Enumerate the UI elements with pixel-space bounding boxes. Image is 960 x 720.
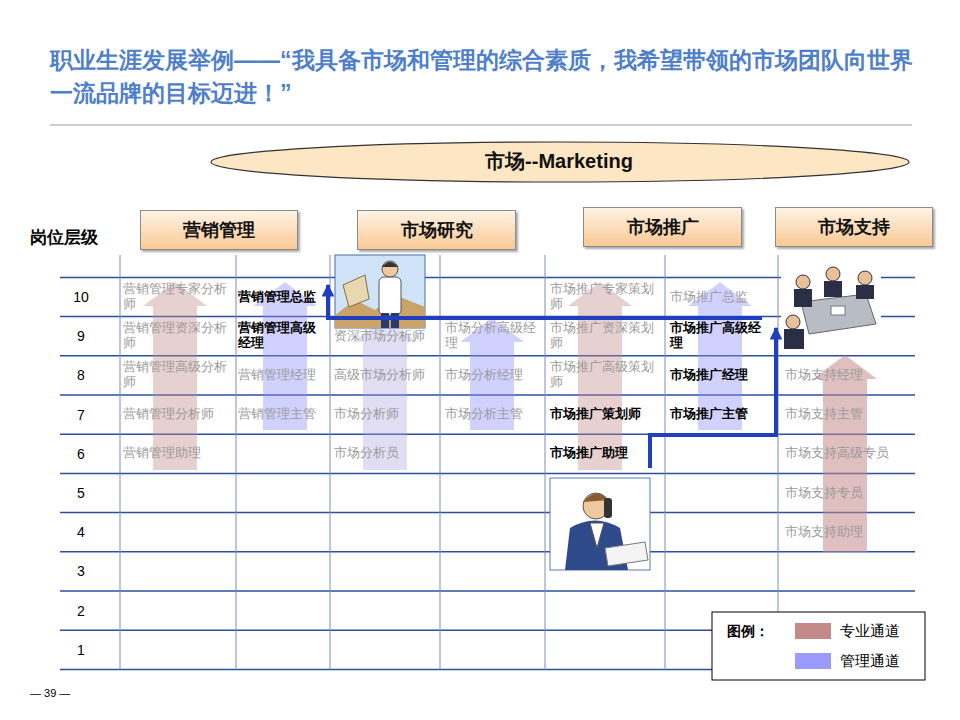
job-title: 市场推广总监 bbox=[670, 290, 770, 305]
grid-line bbox=[120, 255, 121, 670]
person-suit bbox=[784, 329, 804, 349]
category-box: 市场支持 bbox=[775, 207, 933, 247]
grid-line bbox=[60, 590, 915, 592]
job-title: 市场分析主管 bbox=[445, 407, 541, 422]
level-number: 9 bbox=[60, 328, 102, 344]
collar bbox=[590, 523, 604, 548]
career-path-line bbox=[650, 328, 776, 468]
node-label: 市场研究 bbox=[401, 218, 473, 242]
category-box: 市场推广 bbox=[583, 207, 742, 247]
title: 职业生涯发展举例——“我具备市场和管理的综合素质，我希望带领的市场团队向世界一流… bbox=[50, 44, 920, 111]
ellipse-outline bbox=[211, 142, 909, 182]
job-title: 营销管理高级经理 bbox=[238, 321, 318, 351]
domain-ellipse: 市场--Marketing bbox=[210, 141, 910, 183]
job-title: 市场支持经理 bbox=[785, 368, 913, 383]
job-title: 市场推广助理 bbox=[550, 446, 662, 461]
phone-man-picture bbox=[550, 478, 650, 570]
level-number: 5 bbox=[60, 485, 102, 501]
picture-ground bbox=[781, 262, 881, 352]
node-label: 市场推广 bbox=[627, 215, 699, 239]
leg bbox=[381, 313, 389, 328]
person-head bbox=[826, 267, 840, 281]
person-head bbox=[796, 275, 810, 289]
job-title: 高级市场分析师 bbox=[334, 368, 438, 383]
category-box: 营销管理 bbox=[140, 210, 298, 250]
job-title: 市场支持主管 bbox=[785, 407, 913, 422]
legend-frame bbox=[712, 612, 925, 680]
job-title: 营销管理专家分析师 bbox=[123, 282, 231, 312]
person-suit bbox=[856, 285, 874, 299]
job-title: 市场推广高级经理 bbox=[670, 321, 770, 351]
job-title: 市场支持助理 bbox=[785, 525, 913, 540]
person-head bbox=[786, 315, 800, 329]
level-number: 8 bbox=[60, 367, 102, 383]
job-title: 营销管理资深分析师 bbox=[123, 321, 231, 351]
person-suit bbox=[794, 289, 812, 307]
job-title: 市场支持高级专员 bbox=[785, 446, 913, 461]
job-title: 市场分析经理 bbox=[445, 368, 541, 383]
title-rule bbox=[50, 125, 912, 126]
level-number: 4 bbox=[60, 524, 102, 540]
grid-line bbox=[778, 255, 779, 670]
level-number: 3 bbox=[60, 563, 102, 579]
job-title: 营销管理主管 bbox=[238, 407, 318, 422]
job-title: 市场推广资深策划师 bbox=[550, 321, 662, 351]
legend-text: 专业通道 bbox=[840, 622, 900, 639]
job-title: 市场推广策划师 bbox=[550, 407, 662, 422]
grid bbox=[60, 255, 915, 670]
job-title: 资深市场分析师 bbox=[334, 329, 438, 344]
job-title: 市场推广专家策划师 bbox=[550, 282, 662, 312]
node-label: 营销管理 bbox=[183, 218, 255, 242]
node-label: 市场--Marketing bbox=[485, 148, 633, 175]
category-box: 市场研究 bbox=[357, 210, 516, 250]
grid-line bbox=[236, 255, 237, 670]
node-label: 市场支持 bbox=[818, 215, 890, 239]
channel-arrow bbox=[143, 282, 207, 470]
legend-text: 管理通道 bbox=[840, 652, 900, 669]
map-sheet bbox=[343, 275, 369, 307]
axis-title: 岗位层级 bbox=[30, 228, 98, 248]
job-title: 市场推广主管 bbox=[670, 407, 770, 422]
job-title: 营销管理分析师 bbox=[123, 407, 231, 422]
paper bbox=[605, 542, 648, 566]
job-title: 市场支持专员 bbox=[785, 486, 913, 501]
grid-line bbox=[60, 551, 915, 553]
page-number: — 39 — bbox=[30, 687, 70, 700]
channel-arrows bbox=[143, 282, 877, 552]
paper bbox=[831, 306, 845, 315]
job-title: 市场分析员 bbox=[334, 446, 438, 461]
meeting-picture bbox=[781, 262, 881, 352]
job-title: 市场分析师 bbox=[334, 407, 438, 422]
job-title: 市场推广经理 bbox=[670, 368, 770, 383]
person-suit bbox=[824, 281, 842, 297]
table bbox=[801, 294, 876, 334]
job-title: 市场推广高级策划师 bbox=[550, 360, 662, 390]
phone bbox=[604, 498, 612, 518]
level-number: 6 bbox=[60, 446, 102, 462]
level-number: 1 bbox=[60, 642, 102, 658]
job-title: 营销管理助理 bbox=[123, 446, 231, 461]
legend-swatch bbox=[795, 653, 831, 669]
shirt bbox=[379, 277, 401, 315]
level-number: 10 bbox=[60, 289, 102, 305]
channel-arrow bbox=[568, 282, 632, 470]
career-path bbox=[328, 285, 776, 468]
head bbox=[382, 261, 398, 277]
job-title: 营销管理总监 bbox=[238, 290, 318, 305]
job-title: 营销管理高级分析师 bbox=[123, 360, 231, 390]
legend-swatch bbox=[795, 623, 831, 639]
job-title: 营销管理经理 bbox=[238, 368, 318, 383]
level-number: 2 bbox=[60, 603, 102, 619]
hair bbox=[382, 262, 398, 267]
person-head bbox=[858, 271, 872, 285]
grid-line bbox=[60, 473, 915, 475]
job-title: 市场分析高级经理 bbox=[445, 321, 541, 351]
legend-heading: 图例： bbox=[727, 623, 769, 639]
level-number: 7 bbox=[60, 407, 102, 423]
grid-line bbox=[60, 512, 915, 514]
picture-frame bbox=[550, 478, 650, 570]
leg bbox=[391, 313, 399, 328]
